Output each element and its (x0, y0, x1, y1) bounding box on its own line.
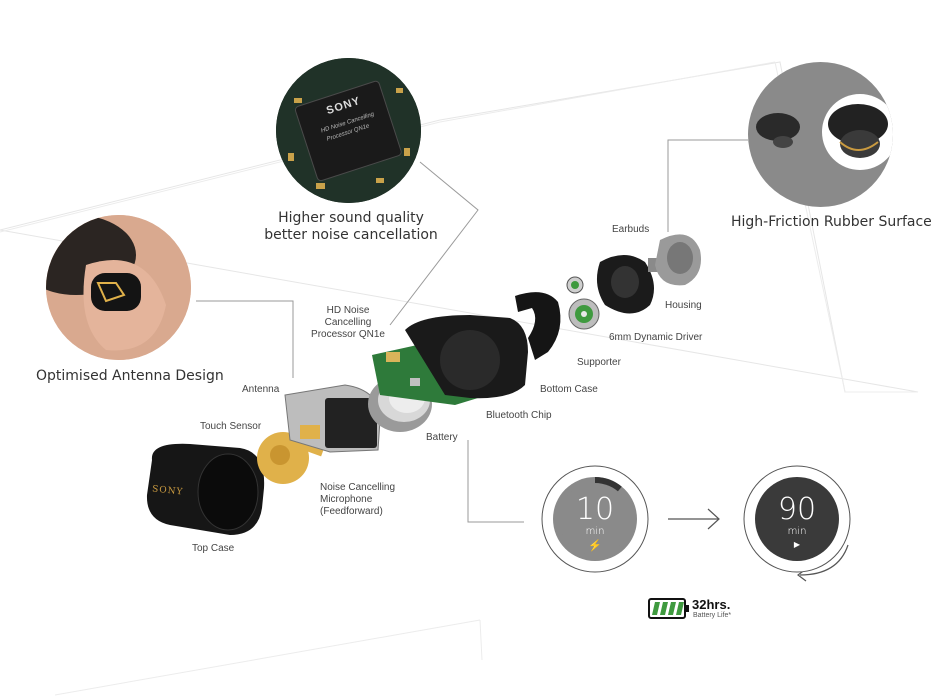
label-nc-microphone: Noise Cancelling Microphone (Feedforward… (320, 482, 396, 517)
battery-bar (652, 602, 660, 615)
antenna-callout-label: Optimised Antenna Design (36, 368, 224, 384)
lightning-icon: ⚡ (588, 539, 602, 552)
processor-circle-image: SONY HD Noise Cancelling Processor QN1e (276, 58, 421, 203)
label-top-case: Top Case (192, 543, 235, 554)
housing-shape (596, 255, 654, 314)
battery-bar (660, 602, 668, 615)
label-touch-sensor: Touch Sensor (200, 421, 262, 432)
label-antenna: Antenna (242, 384, 280, 395)
play-time-timer: 90 min ▶ (743, 465, 851, 573)
top-case-shape (146, 443, 265, 535)
label-hd-processor: HD Noise Cancelling Processor QN1e (311, 305, 385, 340)
play-icon: ▶ (793, 540, 801, 549)
battery-caption: Battery Life* (693, 612, 732, 619)
chip-illustration (276, 58, 421, 203)
quick-charge-timer: 10 min ⚡ (541, 465, 649, 573)
play-time-unit: min (787, 526, 807, 537)
quick-charge-ring (541, 465, 649, 573)
label-driver: 6mm Dynamic Driver (609, 332, 703, 343)
battery-hours: 32hrs. (692, 597, 731, 612)
ear-circle-image (46, 215, 191, 360)
label-bluetooth-chip: Bluetooth Chip (486, 410, 552, 421)
quick-charge-minutes: 10 (575, 492, 615, 527)
label-housing: Housing (665, 300, 702, 311)
processor-callout-label: Higher sound quality better noise cancel… (264, 210, 438, 243)
supporter-shape (515, 292, 561, 360)
label-earbuds: Earbuds (612, 224, 650, 235)
battery-icon (648, 598, 689, 619)
earbud-tips-illustration (756, 94, 893, 170)
rubber-callout-label: High-Friction Rubber Surface (731, 214, 932, 230)
battery-bar (668, 602, 676, 615)
label-supporter: Supporter (577, 357, 621, 368)
play-time-ring (743, 465, 851, 573)
quick-charge-unit: min (585, 526, 605, 537)
antenna-frame-shape (284, 384, 381, 453)
play-time-minutes: 90 (777, 492, 817, 527)
rubber-circle-image (748, 62, 893, 207)
driver-shape (566, 276, 600, 330)
battery-bar (676, 602, 684, 615)
ear-illustration (46, 215, 191, 360)
bottom-case-shape (405, 315, 528, 399)
earbud-tip-shape (648, 234, 701, 286)
label-bottom-case: Bottom Case (540, 384, 598, 395)
label-battery: Battery (426, 432, 458, 443)
